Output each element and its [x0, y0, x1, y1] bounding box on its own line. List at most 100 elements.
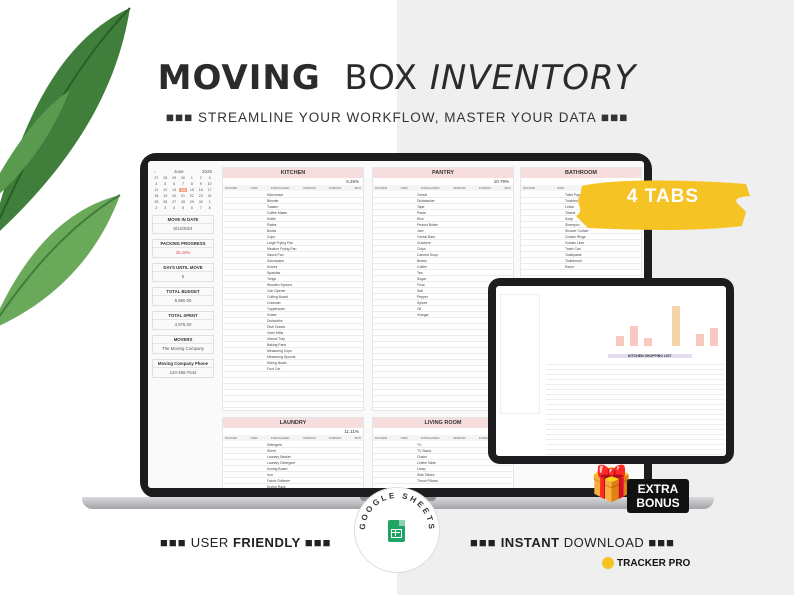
list-item[interactable]: Side Tables — [417, 473, 435, 477]
list-item[interactable]: Blender — [267, 199, 279, 203]
list-item[interactable]: Coffee Table — [417, 461, 436, 465]
list-item[interactable]: Cereal — [417, 193, 427, 197]
calendar-day[interactable]: 7 — [181, 182, 184, 186]
calendar-day[interactable]: 4 — [173, 206, 176, 210]
list-item[interactable]: Spatulas — [267, 271, 281, 275]
list-item[interactable]: Knives — [267, 265, 278, 269]
list-item[interactable]: Salt — [417, 289, 423, 293]
list-item[interactable]: Shampoo — [565, 223, 580, 227]
list-item[interactable]: Tea — [417, 271, 423, 275]
calendar-day[interactable]: 6 — [190, 206, 193, 210]
list-item[interactable]: Cups — [267, 235, 275, 239]
list-item[interactable]: Measuring Spoons — [267, 355, 296, 359]
list-item[interactable]: Razor — [565, 265, 575, 269]
calendar-day[interactable]: 2 — [199, 176, 202, 180]
list-item[interactable]: Detergent — [267, 443, 282, 447]
list-item[interactable]: Chairs — [417, 455, 427, 459]
list-item[interactable]: Toothpaste — [565, 253, 582, 257]
list-item[interactable]: Canned Soup — [417, 253, 438, 257]
list-item[interactable]: Foot Car — [267, 367, 281, 371]
list-item[interactable]: Oven Mitts — [267, 331, 284, 335]
list-item[interactable]: Drying Rack — [267, 485, 286, 488]
list-item[interactable]: Colander — [267, 301, 281, 305]
calendar-day[interactable]: 10 — [207, 182, 212, 186]
phone-value[interactable]: 123-456-7644 — [169, 370, 197, 375]
list-item[interactable]: Bowls — [267, 229, 277, 233]
list-item[interactable]: Mixing Bowls — [267, 361, 287, 365]
calendar-day[interactable]: 1 — [208, 200, 211, 204]
calendar-day[interactable]: 8 — [190, 182, 193, 186]
list-item[interactable]: Rice — [417, 217, 424, 221]
list-item[interactable]: Sugar — [417, 277, 427, 281]
calendar-day[interactable]: 2 — [155, 206, 158, 210]
calendar-day[interactable]: 30 — [180, 176, 185, 180]
calendar-day[interactable]: 12 — [163, 188, 168, 192]
calendar-day[interactable]: 4 — [155, 182, 158, 186]
calendar-day[interactable]: 27 — [154, 176, 159, 180]
calendar-day[interactable]: 5 — [181, 206, 184, 210]
calendar-day[interactable]: 3 — [164, 206, 167, 210]
list-item[interactable]: Toaster — [267, 205, 279, 209]
list-item[interactable]: Vinegar — [417, 313, 429, 317]
calendar-day[interactable]: 5 — [164, 182, 167, 186]
calendar-day[interactable]: 21 — [180, 194, 185, 198]
list-item[interactable]: Iron — [267, 473, 273, 477]
list-item[interactable]: Spices — [417, 301, 428, 305]
list-item[interactable]: TV — [417, 443, 422, 447]
list-item[interactable]: Peanut Butter — [417, 223, 438, 227]
list-item[interactable]: Throw Pillows — [417, 479, 438, 483]
calendar-day[interactable]: 27 — [172, 200, 177, 204]
calendar-day[interactable]: 11 — [154, 188, 159, 192]
list-item[interactable]: Tupperware — [267, 307, 285, 311]
list-item[interactable]: Trash Can — [565, 247, 581, 251]
calendar-prev-icon[interactable]: ‹ — [154, 169, 156, 174]
list-item[interactable]: Dish Towels — [267, 325, 286, 329]
calendar-day[interactable]: 30 — [198, 200, 203, 204]
calendar-day[interactable]: 23 — [198, 194, 203, 198]
calendar-day[interactable]: 26 — [163, 200, 168, 204]
calendar-day[interactable]: 22 — [189, 194, 194, 198]
calendar-day[interactable]: 6 — [173, 182, 176, 186]
list-item[interactable]: Tongs — [267, 277, 277, 281]
calendar-day[interactable]: 28 — [163, 176, 168, 180]
list-item[interactable]: Utensil Tray — [267, 337, 285, 341]
tablet-list[interactable] — [546, 360, 724, 456]
total-budget-value[interactable]: 5,950.00 — [174, 298, 192, 303]
list-item[interactable]: Sheet — [267, 449, 276, 453]
list-item[interactable]: Large Frying Pan — [267, 241, 294, 245]
list-item[interactable]: Laundry Detergent — [267, 461, 296, 465]
calendar-day[interactable]: 25 — [154, 200, 159, 204]
calendar-day[interactable]: 15 — [189, 188, 194, 192]
move-in-date-value[interactable]: 6/14/2024 — [173, 226, 193, 231]
list-item[interactable]: Beans — [417, 259, 427, 263]
calendar-day[interactable]: 29 — [172, 176, 177, 180]
list-item[interactable]: Lotion — [565, 205, 575, 209]
list-item[interactable]: Toilet Paper — [565, 193, 583, 197]
calendar-day[interactable]: 28 — [180, 200, 185, 204]
list-item[interactable]: Jam — [417, 229, 424, 233]
list-item[interactable]: Crackers — [417, 241, 431, 245]
list-item[interactable]: Lamp — [417, 467, 426, 471]
calendar-day[interactable]: 18 — [154, 194, 159, 198]
list-item[interactable]: Cereal Bars — [417, 235, 435, 239]
calendar-day[interactable]: 29 — [189, 200, 194, 204]
list-item[interactable]: Cutting Board — [267, 295, 288, 299]
list-item[interactable]: Curtain Liner — [565, 241, 585, 245]
calendar-day[interactable]: 24 — [207, 194, 212, 198]
list-item[interactable]: Laundry Basket — [267, 455, 291, 459]
list-item[interactable]: Towels — [565, 211, 576, 215]
calendar-day[interactable]: 9 — [199, 182, 202, 186]
list-item[interactable]: Coffee Maker — [267, 211, 288, 215]
list-item[interactable]: Sauce Pan — [267, 253, 284, 257]
list-item[interactable]: Wooden Spoons — [267, 283, 293, 287]
list-item[interactable]: Curtain Rings — [565, 235, 586, 239]
calendar-day[interactable]: 3 — [208, 176, 211, 180]
list-item[interactable]: Medium Frying Pan — [267, 247, 297, 251]
list-item[interactable]: Microwave — [267, 193, 284, 197]
list-item[interactable]: Oil — [417, 307, 422, 311]
list-item[interactable]: Pepper — [417, 295, 428, 299]
list-item[interactable]: Toothbrush — [565, 259, 582, 263]
list-item[interactable]: Saucepans — [267, 259, 284, 263]
list-item[interactable]: Toothbrush — [565, 199, 582, 203]
